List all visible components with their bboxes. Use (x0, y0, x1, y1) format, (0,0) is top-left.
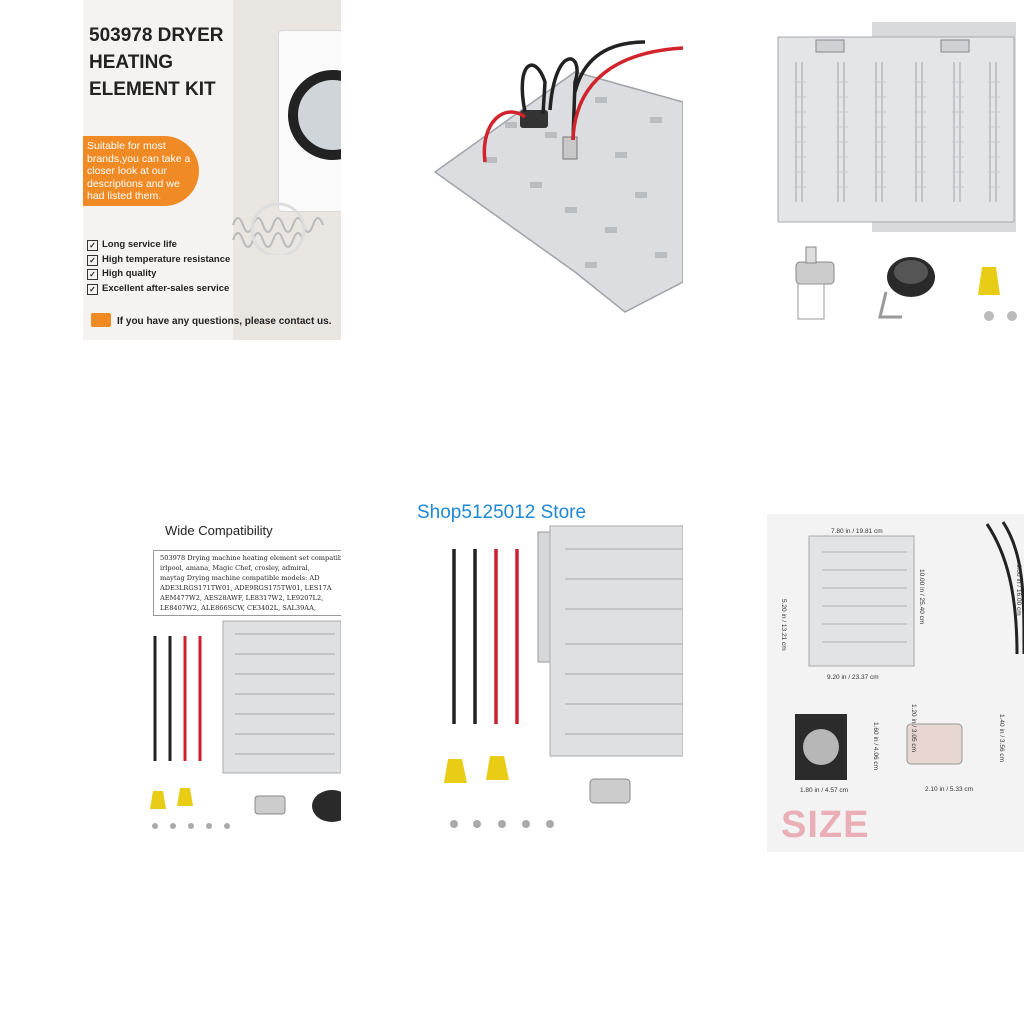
feature-list: ✓Long service life ✓High temperature res… (87, 238, 230, 296)
banner-title: 503978 DRYER HEATING ELEMENT KIT (89, 25, 224, 100)
kit-contents-illustration (444, 525, 683, 828)
feature-item: ✓Long service life (87, 238, 230, 253)
element-parts-illustration (777, 22, 1017, 321)
dimension-label: 6.30 in / 16.00 cm (1015, 564, 1022, 616)
dimension-label: 1.80 in / 4.57 cm (800, 787, 849, 794)
check-icon: ✓ (87, 283, 98, 295)
product-image-size[interactable]: 7.80 in / 19.81 cm 10.00 in / 25.40 cm 5… (767, 514, 1024, 852)
dimension-label: 2.10 in / 5.33 cm (925, 786, 974, 793)
dimension-label: 9.20 in / 23.37 cm (827, 674, 879, 681)
product-image-compatibility[interactable]: Wide Compatibility 503978 Drying machine… (150, 520, 341, 840)
feature-item: ✓High temperature resistance (87, 253, 230, 268)
product-image-wired-plate[interactable] (425, 22, 683, 322)
dimension-label: 1.20 in / 3.05 cm (910, 704, 917, 753)
feature-item: ✓High quality (87, 267, 230, 282)
coil-illustration (232, 202, 324, 255)
callout-box: Suitable for most brands,you can take a … (83, 136, 199, 206)
dimension-label: 1.40 in / 3.56 cm (998, 714, 1005, 763)
product-image-kit-contents[interactable] (440, 524, 683, 844)
compatibility-line: ADE3LRGS171TW01, ADE9RGS175TW01, LES17A (160, 584, 332, 592)
size-watermark: SIZE (781, 804, 870, 846)
compatibility-line: maytag Drying machine compatible models:… (160, 574, 320, 582)
store-link[interactable]: Shop5125012 Store (417, 502, 587, 523)
compatibility-line: AEM477W2, AES28AWF, LE8317W2, LE9207L2, (160, 594, 324, 602)
product-image-banner[interactable]: 503978 DRYER HEATING ELEMENT KIT Suitabl… (83, 0, 341, 340)
contact-line: If you have any questions, please contac… (91, 313, 332, 327)
product-image-element-parts[interactable] (776, 22, 1024, 332)
dimension-label: 5.20 in / 13.21 cm (780, 599, 787, 651)
heater-plate-illustration (433, 40, 683, 313)
check-icon: ✓ (87, 269, 98, 280)
compatibility-heading: Wide Compatibility (165, 523, 273, 538)
compatibility-line: irlpool, amana, Magic Chef, crosley, adm… (160, 564, 310, 572)
check-icon: ✓ (87, 240, 98, 251)
feature-item: ✓Excellent after-sales service (87, 282, 230, 297)
dimension-label: 10.00 in / 25.40 cm (918, 569, 925, 625)
compatibility-line: 503978 Drying machine heating element se… (160, 554, 341, 562)
kit-contents-illustration (150, 620, 341, 829)
compatibility-box: 503978 Drying machine heating element se… (153, 550, 341, 616)
size-diagram-illustration (795, 521, 1024, 780)
mail-icon (91, 313, 111, 327)
check-icon: ✓ (87, 254, 98, 266)
dimension-label: 1.60 in / 4.06 cm (872, 722, 879, 771)
dimension-label: 7.80 in / 19.81 cm (831, 528, 883, 535)
compatibility-line: LE8407W2, ALE866SCW, CE3402L, SAL39AA, (160, 604, 316, 612)
